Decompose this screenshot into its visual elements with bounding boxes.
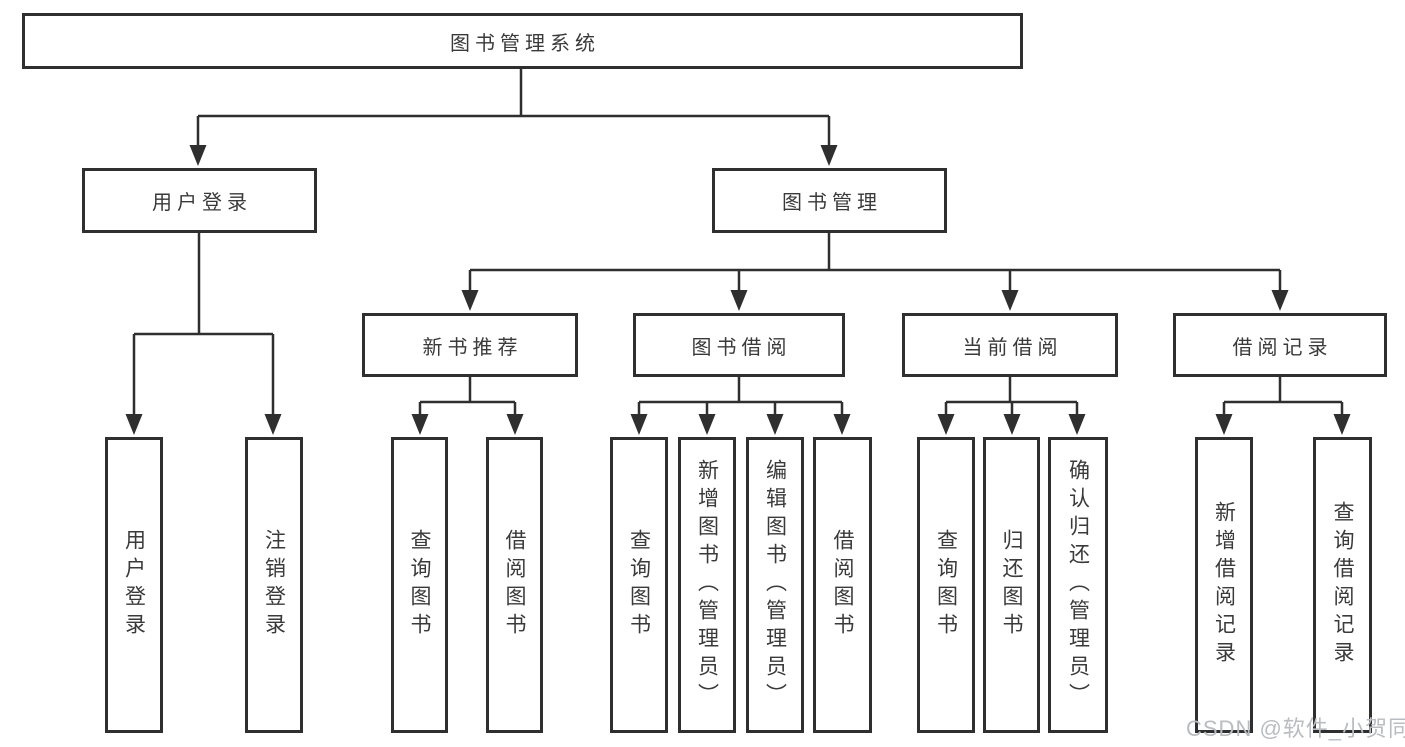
node-borrow-records: 借阅记录 <box>1173 313 1387 377</box>
leaf-add-books-admin: 新增图书（管理员） <box>678 437 736 733</box>
leaf-query-borrow-record: 查询借阅记录 <box>1313 437 1372 733</box>
leaf-confirm-return-admin: 确认归还（管理员） <box>1048 437 1108 733</box>
leaf-query-books-3: 查询图书 <box>917 437 975 733</box>
leaf-borrow-books-2: 借阅图书 <box>813 437 872 733</box>
leaf-add-borrow-record: 新增借阅记录 <box>1195 437 1253 733</box>
connector-new-book-children <box>411 377 524 435</box>
leaf-logout: 注销登录 <box>245 437 303 733</box>
leaf-borrow-books-1: 借阅图书 <box>486 437 543 733</box>
connector-book-mgmt-children <box>461 233 1289 311</box>
leaf-query-books-2: 查询图书 <box>610 437 668 733</box>
connector-current-borrow-children <box>937 377 1086 435</box>
connector-borrow-records-children <box>1215 377 1351 435</box>
leaf-return-books: 归还图书 <box>983 437 1040 733</box>
node-root: 图书管理系统 <box>22 13 1023 69</box>
connector-book-borrow-children <box>630 377 851 435</box>
node-current-borrow: 当前借阅 <box>902 313 1118 377</box>
connector-user-login-children <box>125 233 282 435</box>
node-user-login: 用户登录 <box>82 168 317 233</box>
leaf-edit-books-admin: 编辑图书（管理员） <box>746 437 804 733</box>
node-book-management: 图书管理 <box>712 168 947 233</box>
leaf-query-books-1: 查询图书 <box>391 437 448 733</box>
connector-root-to-level2 <box>189 69 838 166</box>
node-new-book-recommend: 新书推荐 <box>362 313 578 377</box>
node-book-borrow: 图书借阅 <box>633 313 845 377</box>
leaf-user-login: 用户登录 <box>105 437 163 733</box>
watermark: CSDN @软件_小贺同学 <box>1186 716 1405 741</box>
